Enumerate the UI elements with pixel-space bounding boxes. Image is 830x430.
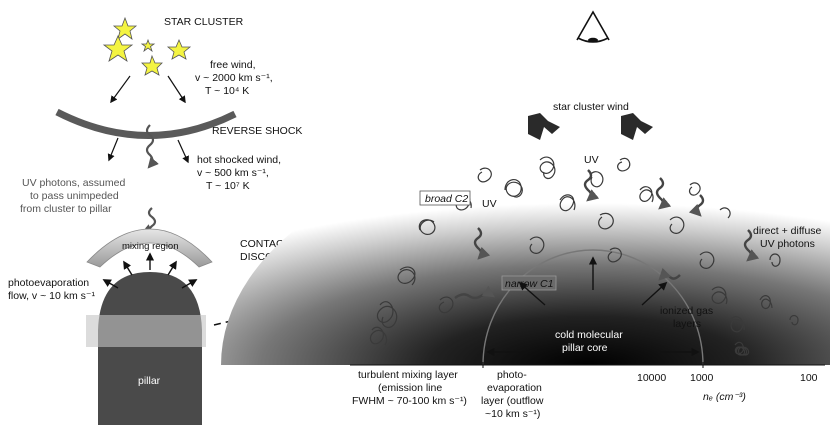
- axis-tick-label: 100: [800, 372, 818, 384]
- axis-tick-label: 10000: [637, 372, 666, 384]
- hot-wind-arrow: [177, 139, 189, 164]
- hot-wind-label: hot shocked wind, v ~ 500 km s⁻¹, T ~ 10…: [197, 154, 284, 192]
- wind-arrow-icon: [528, 113, 560, 140]
- hot-wind-arrow: [107, 137, 119, 162]
- eye-icon: [576, 10, 610, 43]
- photoevap-arrow: [102, 279, 119, 289]
- uv-label: UV: [482, 198, 497, 210]
- star-cluster: [102, 16, 192, 76]
- wind-arrow-icon: [621, 113, 653, 140]
- star-icon: [141, 54, 163, 76]
- ionized-gas-label: ionized gas layers: [660, 305, 716, 330]
- core-label: cold molecular pillar core: [555, 329, 626, 354]
- axis-tick-label: 1000: [690, 372, 714, 384]
- star-icon: [166, 38, 192, 60]
- uv-label: UV: [584, 154, 599, 166]
- free-wind-arrow: [110, 75, 131, 104]
- pillar-shape: [98, 272, 202, 425]
- direct-diffuse-label: direct + diffuse UV photons: [753, 225, 824, 250]
- pillar-dome: [221, 140, 830, 365]
- photoevaporation-label: photoevaporation flow, v ~ 10 km s⁻¹: [8, 277, 95, 302]
- photoevap-arrow: [123, 260, 133, 276]
- axis-label: nₑ (cm⁻³): [703, 391, 746, 403]
- photoevap-arrow: [641, 281, 668, 306]
- uv-photon-waves: [454, 169, 760, 300]
- free-wind-arrow: [167, 75, 186, 104]
- star-icon: [140, 38, 156, 53]
- pillar-label: pillar: [138, 375, 161, 387]
- pillar-slice: [86, 315, 206, 347]
- reverse-shock-arc: [55, 108, 237, 139]
- broad-c2-label: broad C2: [425, 193, 468, 205]
- free-wind-label: free wind, v ~ 2000 km s⁻¹, T ~ 10⁴ K: [195, 59, 276, 97]
- mixing-layer-label: turbulent mixing layer (emission line FW…: [352, 369, 467, 407]
- reverse-shock-label: REVERSE SHOCK: [212, 125, 302, 137]
- photoevap-arrow: [181, 279, 198, 289]
- uv-photon-note: UV photons, assumed to pass unimpeded fr…: [20, 177, 128, 215]
- mixing-region-label: mixing region: [122, 241, 179, 252]
- photoevap-arrow: [518, 281, 546, 306]
- photoevap-arrow: [167, 260, 177, 276]
- uv-photon-wave: [145, 124, 159, 169]
- star-icon: [102, 35, 134, 62]
- star-cluster-wind-label: star cluster wind: [553, 101, 629, 113]
- photoevap-layer-label: photo- evaporation layer (outflow ~10 km…: [481, 369, 546, 420]
- ionization-front: [482, 249, 704, 366]
- narrow-c1-label: narrow C1: [505, 278, 553, 290]
- star-icon: [112, 16, 138, 40]
- mixing-region-band: [86, 228, 213, 268]
- star-cluster-label: STAR CLUSTER: [164, 16, 244, 28]
- broad-c2-box: [419, 190, 471, 206]
